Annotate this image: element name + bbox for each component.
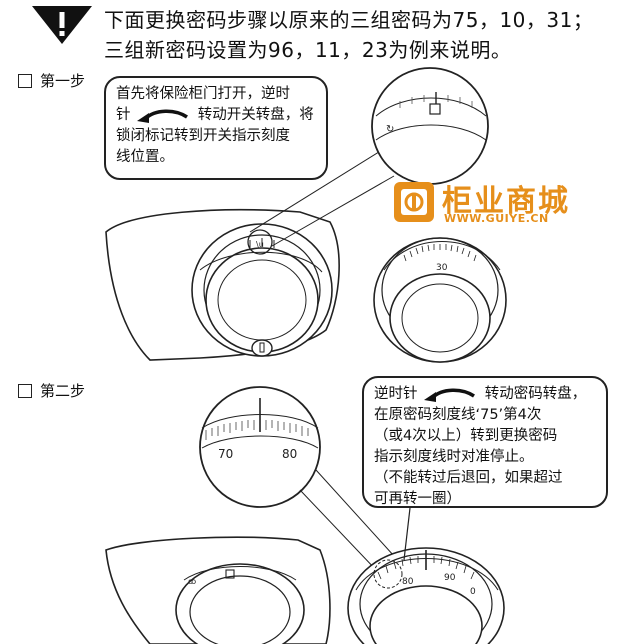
step1-label: 第一步 [18, 70, 85, 91]
step2-text-a-pre: 逆时针 [374, 386, 418, 402]
dial1-number-30: 30 [436, 263, 448, 273]
warning-line-2: 三组新密码设置为96，11，23为例来说明。 [104, 38, 512, 62]
dial2-number-80: 80 [402, 577, 414, 587]
step2-text-d: 指示刻度线时对准停止。 [374, 449, 534, 466]
step1-text-c: 锁闭标记转到开关指示刻度 [116, 128, 290, 145]
warning-triangle-icon [32, 6, 92, 44]
step1-checkbox [18, 73, 32, 88]
zoom-number-70: 70 [218, 447, 233, 461]
step2-label-text: 第二步 [40, 382, 86, 400]
step1-label-text: 第一步 [40, 72, 86, 90]
step1-text-b-post: 转动开关转盘，将 [197, 107, 314, 124]
dial2-number-0: 0 [470, 587, 476, 597]
brand-name: 柜业商城 [442, 184, 570, 219]
svg-text:\u: \u [256, 240, 264, 249]
step2-text-e: （不能转过后退回，如果超过 [374, 470, 563, 487]
step1-text-b: 针 转动开关转盘，将 [116, 105, 316, 126]
step2-checkbox [18, 383, 32, 398]
step2-instruction-bubble: 逆时针 转动密码转盘， 在原密码刻度线‘75’第4次 （或4次以上）转到更换密码… [362, 376, 608, 508]
step1-instruction-bubble: 首先将保险柜门打开，逆时 针 转动开关转盘，将 锁闭标记转到开关指示刻度 线位置… [104, 76, 328, 180]
step2-label: 第二步 [18, 380, 85, 401]
svg-text:ꝏ: ꝏ [188, 577, 196, 586]
warning-header: 下面更换密码步骤以原来的三组密码为75，10，31； 三组新密码设置为96，11… [0, 0, 626, 62]
step1-text-b-pre: 针 [116, 107, 131, 124]
counterclockwise-arrow-icon [137, 109, 189, 124]
step1-illustration: \u ↻ 30 [105, 67, 507, 363]
step2-text-f: 可再转一圈） [374, 491, 461, 508]
zoom-number-80: 80 [282, 447, 297, 461]
step1-text-d: 线位置。 [116, 149, 174, 166]
counterclockwise-arrow-icon-2 [424, 388, 476, 402]
brand-logo-icon [394, 182, 434, 222]
dial2-number-90: 90 [444, 573, 456, 583]
step2-text-c: （或4次以上）转到更换密码 [374, 428, 558, 445]
svg-text:↻: ↻ [386, 124, 394, 135]
step2-illustration: 70 80 ꝏ 80 90 0 [105, 386, 505, 644]
step1-text-a: 首先将保险柜门打开，逆时 [116, 86, 290, 102]
step2-text-a: 逆时针 转动密码转盘， [374, 384, 596, 405]
warning-line-1: 下面更换密码步骤以原来的三组密码为75，10，31； [104, 8, 594, 32]
brand-url: WWW.GUIYE.CN [444, 212, 549, 225]
step2-text-b: 在原密码刻度线‘75’第4次 [374, 407, 542, 424]
step2-text-a-post: 转动密码转盘， [484, 386, 587, 402]
brand-watermark: 柜业商城 WWW.GUIYE.CN [392, 178, 592, 226]
